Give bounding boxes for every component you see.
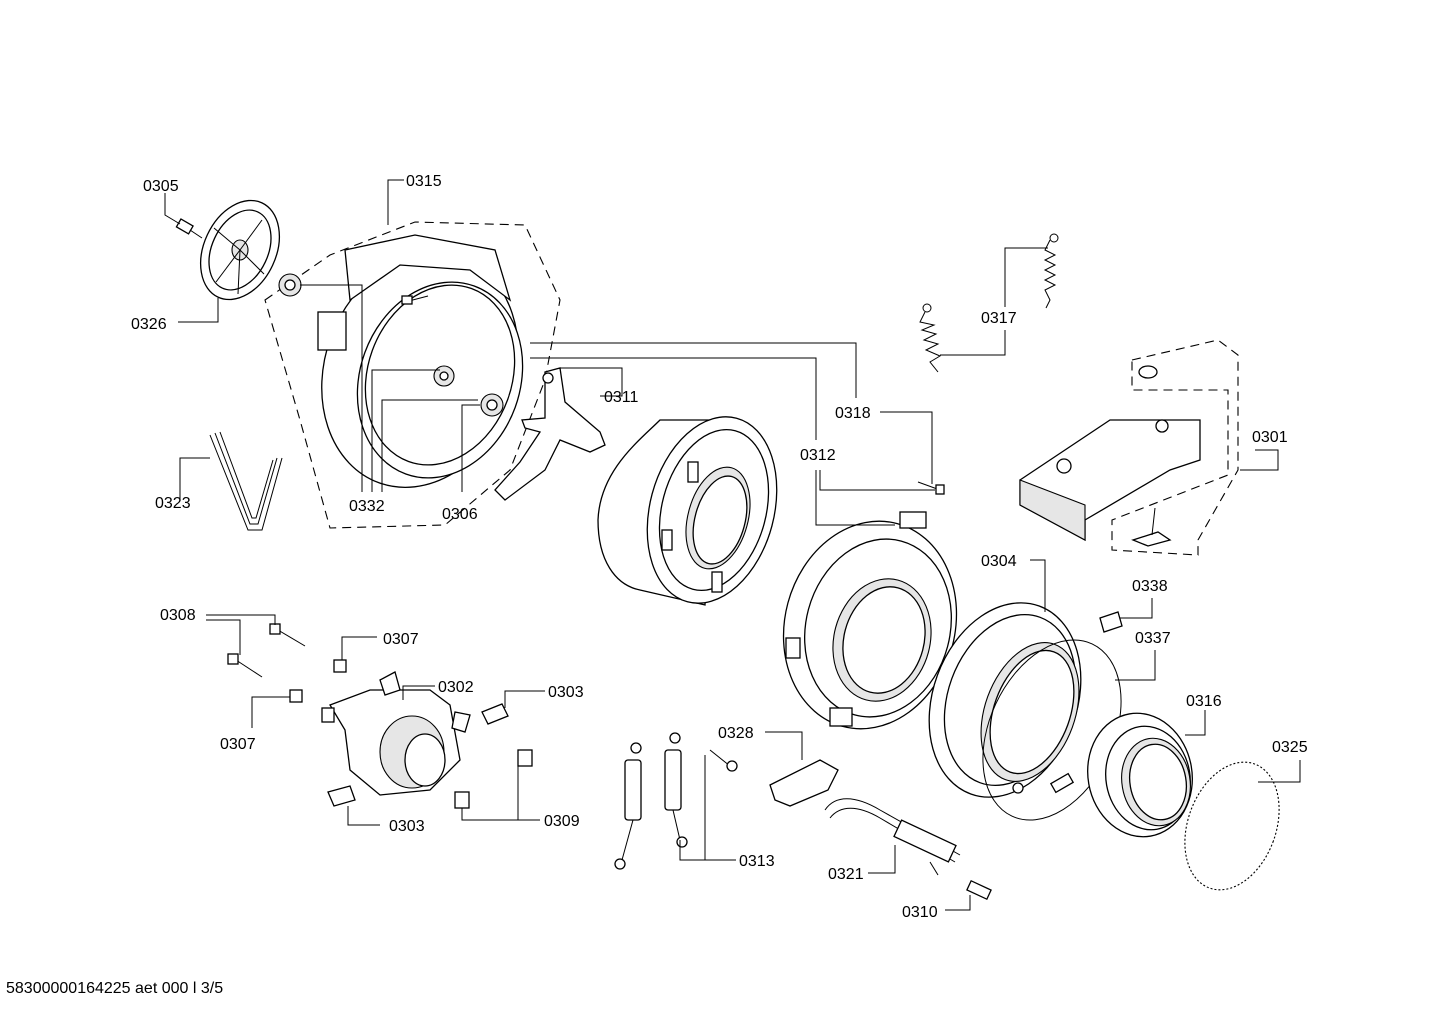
front-tub-half-part (782, 511, 958, 730)
document-code: 58300000164225 aet 000 l 3/5 (6, 980, 224, 997)
callout-labels: 0305 0315 0326 0323 0332 0306 0311 0318 … (131, 173, 1308, 921)
v-belt-part (209, 431, 283, 531)
tub-springs-part (919, 233, 1059, 373)
callout-0318: 0318 (835, 405, 871, 422)
callout-0332: 0332 (349, 498, 385, 515)
callout-0305: 0305 (143, 178, 179, 195)
drive-pulley-part (200, 199, 280, 301)
callout-0306: 0306 (442, 506, 478, 523)
callout-0303-bottom: 0303 (389, 818, 425, 835)
callout-0301: 0301 (1252, 429, 1288, 446)
leader-lines (164, 179, 1301, 911)
callout-0309: 0309 (544, 813, 580, 830)
bearing-part (278, 273, 302, 297)
callout-0326: 0326 (131, 316, 167, 333)
heating-element-part (824, 798, 961, 876)
callout-0338: 0338 (1132, 578, 1168, 595)
pulley-screw-part (175, 218, 203, 239)
front-ring-part (1087, 712, 1193, 838)
counterweight-part (1019, 339, 1239, 556)
callout-0303-top: 0303 (548, 684, 584, 701)
ring-spring-part (1184, 761, 1280, 891)
callout-0308: 0308 (160, 607, 196, 624)
sleeve-part (454, 749, 533, 809)
callout-0328: 0328 (718, 725, 754, 742)
callout-0313: 0313 (739, 853, 775, 870)
callout-0307-bottom: 0307 (220, 736, 256, 753)
door-seal-part (928, 602, 1082, 798)
callout-0312: 0312 (800, 447, 836, 464)
callout-0311: 0311 (604, 389, 639, 406)
tub-bolt-part (917, 481, 945, 495)
carbon-brush-part (327, 703, 509, 807)
callout-0323: 0323 (155, 495, 191, 512)
callout-0321: 0321 (828, 866, 864, 883)
callout-0307-top: 0307 (383, 631, 419, 648)
callout-0325: 0325 (1272, 739, 1308, 756)
callout-0304: 0304 (981, 553, 1017, 570)
callout-0337: 0337 (1135, 630, 1171, 647)
callout-0315: 0315 (406, 173, 442, 190)
absorber-pin-part (709, 749, 738, 772)
callout-0302: 0302 (438, 679, 474, 696)
temperature-sensor-part (966, 879, 992, 901)
drum-part (597, 416, 778, 606)
drum-spider-part (494, 367, 606, 501)
clip-bracket-part (1099, 611, 1123, 633)
callout-0310: 0310 (902, 904, 938, 921)
motor-part (321, 671, 471, 796)
callout-0317: 0317 (981, 310, 1017, 327)
motor-bushing-part (289, 659, 347, 703)
callout-0316: 0316 (1186, 693, 1222, 710)
sensor-holder-part (769, 759, 839, 807)
shock-absorber-part (614, 732, 688, 870)
